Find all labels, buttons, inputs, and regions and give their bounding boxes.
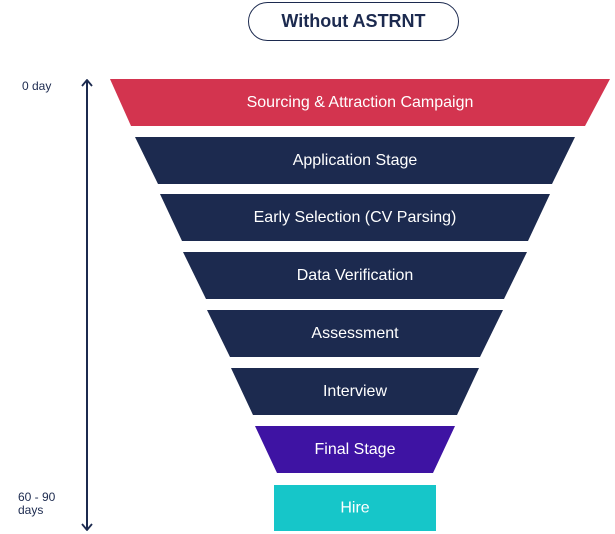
funnel-stage-shape xyxy=(183,252,527,299)
funnel-stage-label: Application Stage xyxy=(293,152,418,169)
timeline-start-label: 0 day xyxy=(22,79,52,93)
funnel-stage-4: Data Verification xyxy=(183,252,527,299)
funnel-stage-label: Assessment xyxy=(311,325,399,342)
funnel-stage-7: Final Stage xyxy=(255,426,455,473)
funnel-stage-label: Sourcing & Attraction Campaign xyxy=(247,94,474,111)
funnel-stage-1: Sourcing & Attraction Campaign xyxy=(110,79,610,126)
timeline-end-label: 60 - 90 days xyxy=(18,490,56,517)
funnel-stage-shape xyxy=(255,426,455,473)
funnel-stage-3: Early Selection (CV Parsing) xyxy=(160,194,550,241)
funnel-stage-shape xyxy=(207,310,503,357)
funnel-stage-shape xyxy=(274,485,436,531)
timeline-arrow xyxy=(81,79,93,531)
funnel-stage-shape xyxy=(160,194,550,241)
funnel-stage-label: Hire xyxy=(340,500,369,517)
funnel-stage-5: Assessment xyxy=(207,310,503,357)
funnel-stage-shape xyxy=(135,137,575,184)
funnel-stage-8: Hire xyxy=(274,485,436,531)
funnel-stage-shape xyxy=(110,79,610,126)
header-title-pill: Without ASTRNT xyxy=(248,2,459,41)
funnel-stage-6: Interview xyxy=(231,368,479,415)
funnel-stage-label: Early Selection (CV Parsing) xyxy=(254,209,457,226)
header-title: Without ASTRNT xyxy=(281,11,426,31)
funnel-stage-label: Final Stage xyxy=(315,441,396,458)
funnel-stage-label: Interview xyxy=(323,383,387,400)
funnel-stage-2: Application Stage xyxy=(135,137,575,184)
funnel-stage-shape xyxy=(231,368,479,415)
funnel-stage-label: Data Verification xyxy=(297,267,414,284)
